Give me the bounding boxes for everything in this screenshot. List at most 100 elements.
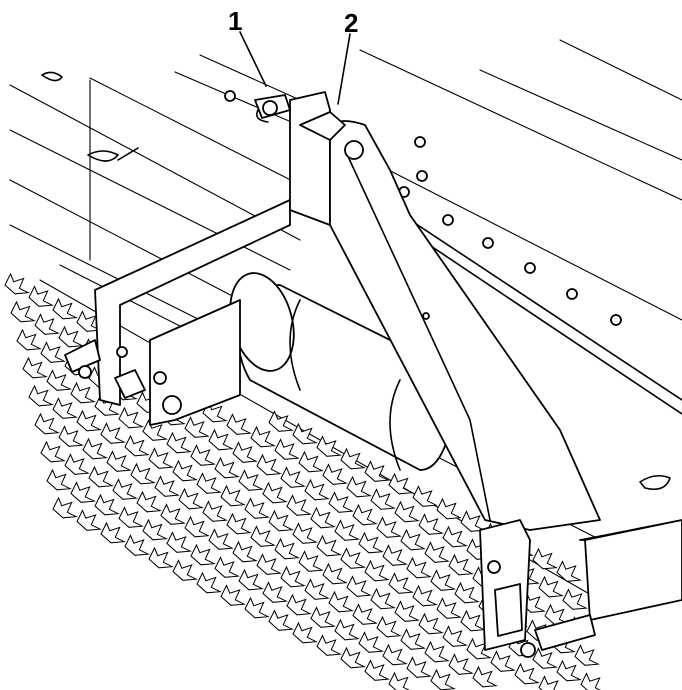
roller-tooth — [268, 410, 294, 432]
roller-tooth — [64, 453, 90, 475]
roller-tooth — [340, 646, 366, 669]
roller-tooth — [46, 468, 72, 491]
roller-tooth — [406, 556, 432, 579]
roller-tooth — [418, 513, 444, 535]
roller-tooth — [196, 472, 222, 494]
roller-tooth — [40, 341, 66, 363]
roller-tooth — [352, 503, 378, 526]
roller-tooth — [454, 581, 480, 604]
roller-tooth — [364, 659, 390, 681]
roller-tooth — [412, 584, 438, 607]
roller-tooth — [88, 465, 114, 488]
roller-tooth — [76, 310, 102, 332]
roller-tooth — [40, 440, 66, 463]
roller-tooth — [274, 438, 300, 460]
roller-tooth — [430, 668, 456, 690]
roller-tooth — [190, 444, 216, 466]
roller-tooth — [556, 560, 582, 582]
roller-tooth — [232, 441, 258, 463]
roller-tooth — [94, 493, 120, 516]
roller-tooth — [448, 653, 474, 675]
roller-tooth — [118, 406, 144, 429]
roller-tooth — [142, 419, 168, 441]
roller-tooth — [442, 625, 468, 647]
roller-tooth — [298, 450, 324, 473]
roller-tooth — [328, 491, 354, 513]
roller-tooth — [34, 313, 60, 335]
roller-tooth — [262, 481, 288, 504]
roller-tooth — [280, 466, 306, 488]
rail-bolts — [224, 90, 622, 326]
roller-tooth — [316, 634, 342, 656]
roller-tooth — [238, 469, 264, 491]
roller-tooth — [280, 565, 306, 588]
roller-tooth — [244, 596, 270, 619]
roller-tooth — [316, 534, 342, 557]
roller-tooth — [52, 496, 78, 519]
roller-tooth — [514, 662, 540, 685]
hitch-a-frame — [289, 91, 601, 531]
roller-tooth — [370, 488, 396, 510]
roller-tooth — [34, 412, 60, 435]
roller-tooth — [148, 447, 174, 469]
roller-tooth — [124, 534, 150, 556]
roller-tooth — [58, 325, 84, 348]
roller-tooth — [364, 460, 390, 482]
roller-tooth — [292, 522, 318, 544]
roller-tooth — [424, 640, 450, 663]
roller-tooth — [214, 556, 240, 578]
roller-tooth — [172, 559, 198, 581]
roller-tooth — [394, 500, 420, 523]
roller-tooth — [250, 425, 276, 448]
roller-tooth — [430, 569, 456, 591]
roller-tooth — [418, 612, 444, 635]
roller-tooth — [184, 416, 210, 438]
roller-tooth — [268, 509, 294, 532]
roller-tooth — [304, 478, 330, 501]
roller-tooth — [4, 272, 30, 295]
roller-tooth — [70, 381, 96, 404]
roller-tooth — [376, 516, 402, 538]
roller-tooth — [400, 628, 426, 650]
roller-tooth — [382, 643, 408, 666]
roller-tooth — [256, 453, 282, 476]
roller-tooth — [328, 590, 354, 613]
roller-tooth — [436, 597, 462, 619]
roller-tooth — [334, 519, 360, 541]
roller-tooth — [358, 531, 384, 554]
roller-tooth — [286, 494, 312, 516]
callout-leaders — [239, 31, 351, 105]
roller-tooth — [388, 671, 410, 690]
roller-tooth — [460, 510, 486, 532]
roller-tooth — [130, 462, 156, 485]
roller-tooth — [346, 575, 372, 597]
roller-tooth — [172, 459, 198, 482]
roller-tooth — [322, 562, 348, 585]
roller-tooth — [322, 463, 348, 485]
roller-tooth — [76, 409, 102, 432]
roller-tooth — [220, 584, 246, 606]
roller-tooth — [160, 503, 186, 525]
roller-tooth — [274, 537, 300, 560]
roller-tooth — [142, 518, 168, 541]
roller-tooth — [16, 328, 42, 351]
roller-tooth — [406, 656, 432, 678]
roller-tooth — [400, 528, 426, 551]
roller-tooth — [106, 450, 132, 472]
roller-tooth — [262, 581, 288, 603]
callout-2-label: 2 — [344, 8, 358, 38]
roller-tooth — [244, 497, 270, 519]
roller-tooth — [250, 525, 276, 547]
roller-tooth — [166, 431, 192, 454]
roller-tooth — [196, 571, 222, 594]
roller-tooth — [58, 425, 84, 447]
roller-tooth — [340, 547, 366, 569]
callout-1-label: 1 — [228, 6, 242, 36]
roller-tooth — [334, 618, 360, 641]
roller-tooth — [100, 422, 126, 444]
roller-tooth — [358, 631, 384, 653]
roller-tooth — [136, 490, 162, 513]
roller-tooth — [538, 675, 559, 690]
roller-tooth — [490, 650, 516, 672]
roller-tooth — [436, 497, 462, 520]
